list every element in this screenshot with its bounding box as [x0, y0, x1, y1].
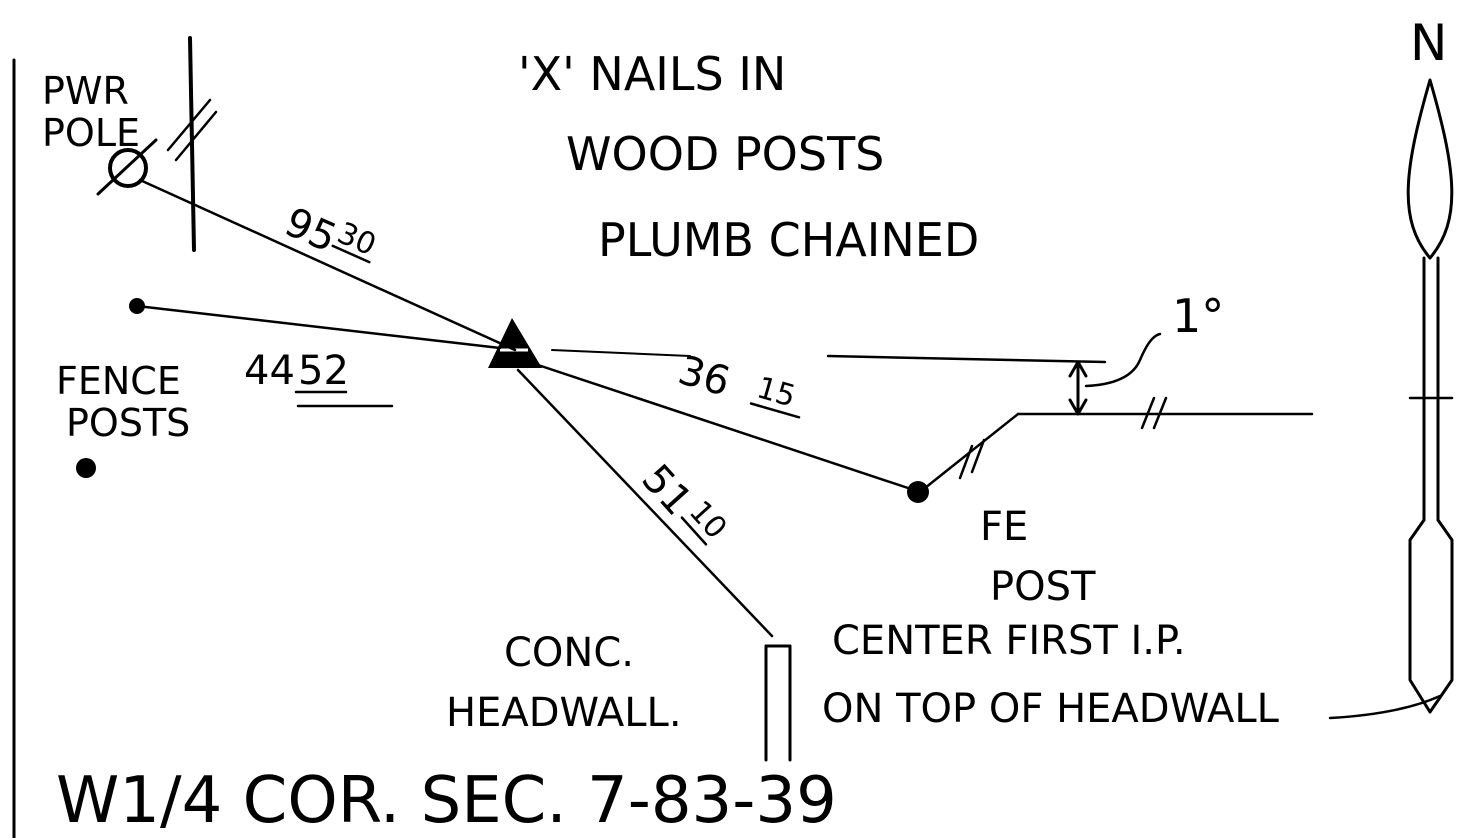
offset-angle-label: 1° [1172, 289, 1224, 343]
conc-headwall-label-line1: CONC. [504, 630, 634, 676]
road-line [188, 36, 196, 252]
conc-headwall-label-line2: HEADWALL. [446, 690, 682, 736]
measure-fence-post-fraction: 52 [298, 348, 349, 394]
measure-fence-post-whole: 44 [244, 348, 295, 394]
fence-posts-label-line2: POSTS [66, 401, 190, 445]
center-note-line1: CENTER FIRST I.P. [832, 618, 1186, 664]
road-tick-1 [166, 98, 212, 152]
corner-title: W1/4 COR. SEC. 7-83-39 [56, 764, 837, 838]
line-to-fe-post [533, 362, 916, 492]
line-to-fence-post [135, 304, 502, 350]
note-plumb-chained: PLUMB CHAINED [598, 213, 979, 267]
fe-post [907, 481, 929, 503]
line-to-headwall [516, 368, 774, 638]
fe-post-label-line1: FE [980, 504, 1028, 550]
offset-dimension [826, 332, 1162, 416]
pwr-pole-label-line1: PWR [42, 69, 129, 113]
center-note-line2: ON TOP OF HEADWALL [822, 686, 1280, 732]
headwall-symbol [764, 644, 792, 762]
pwr-pole-label-line2: POLE [42, 111, 140, 155]
control-point-triangle [488, 318, 542, 368]
fence-post-lower [76, 458, 96, 478]
fence-post-upper [129, 298, 145, 314]
measure-fence-post: 44 52 [244, 348, 394, 408]
fence-line [923, 396, 1314, 490]
north-label: N [1410, 14, 1447, 72]
measure-pwr-pole-whole: 95 [278, 199, 343, 262]
measure-fe-post-fraction: 15 [753, 370, 799, 414]
measure-fe-post-whole: 36 [673, 347, 735, 405]
east-reference-line [551, 349, 691, 357]
north-arrow-icon [1406, 78, 1454, 714]
line-to-pwr-pole [138, 178, 517, 352]
road-tick-2 [174, 110, 218, 162]
note-wood-posts: WOOD POSTS [566, 127, 884, 181]
fe-post-label-line2: POST [990, 564, 1096, 610]
center-note-underline [1328, 694, 1442, 720]
fence-posts-label-line1: FENCE [56, 359, 181, 403]
note-x-nails: 'X' NAILS IN [518, 47, 786, 101]
measure-fe-post: 36 15 [673, 347, 801, 419]
pwr-pole-symbol [96, 138, 158, 196]
